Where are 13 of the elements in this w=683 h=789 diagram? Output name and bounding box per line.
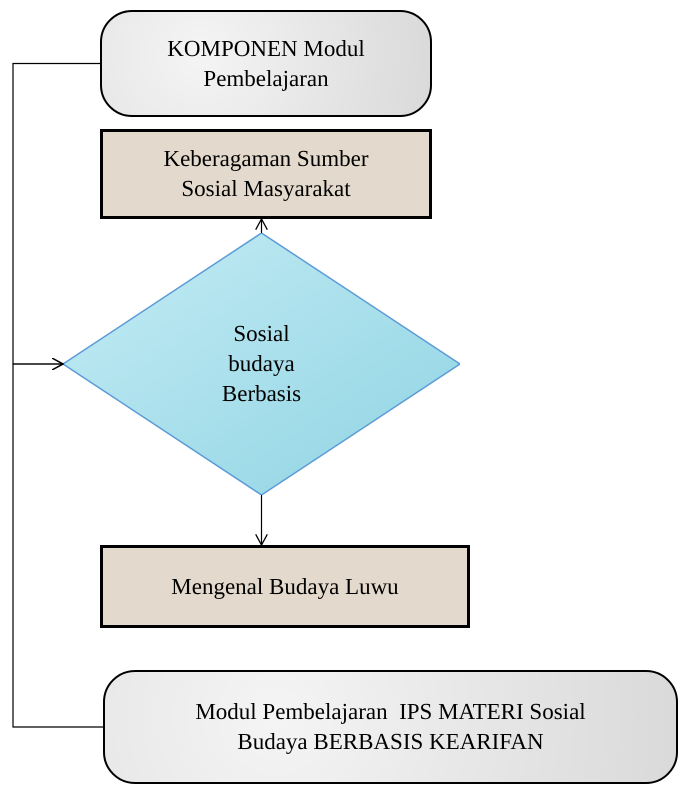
node-label: Keberagaman Sumber Sosial Masyarakat [162,145,370,203]
arrow [254,218,268,233]
node-label: Sosial budaya Berbasis [220,320,302,408]
process-box [100,129,432,219]
rounded-box [103,670,678,784]
node-label: Mengenal Budaya Luwu [171,572,399,601]
node-label: KOMPONEN Modul Pembelajaran [166,34,366,93]
node-label: Modul Pembelajaran IPS MATERI Sosial Budaya BERBASIS KEARIFAN [194,698,587,756]
rounded-box [100,10,432,117]
decision-diamond [63,233,460,495]
arrow [254,495,268,546]
process-box [100,545,470,628]
arrow [12,357,103,728]
